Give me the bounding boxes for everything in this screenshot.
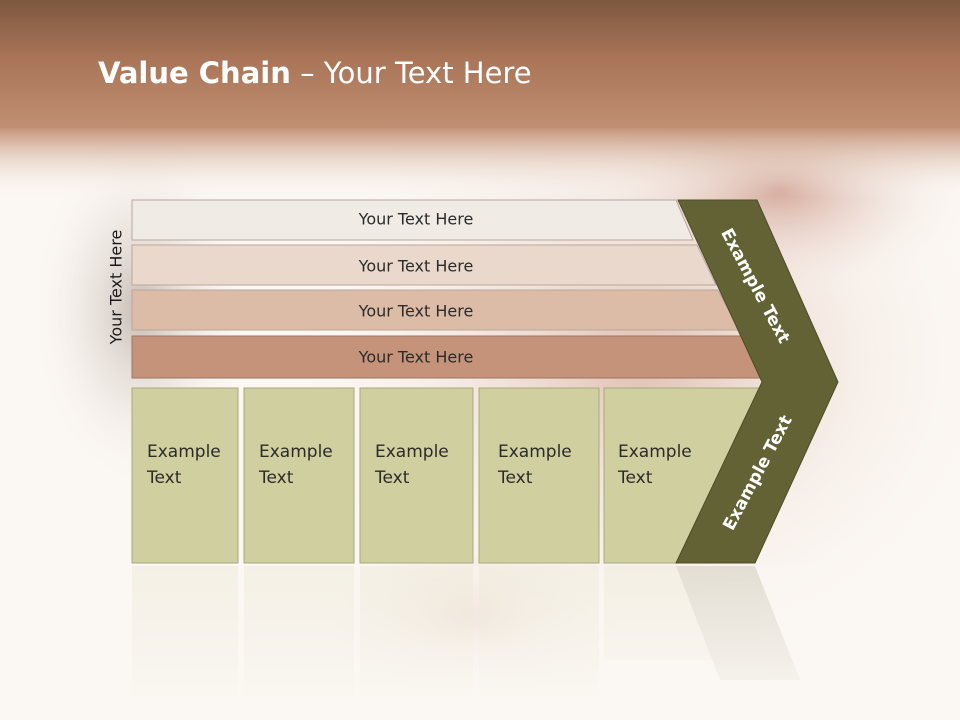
box-shape-2 bbox=[243, 387, 355, 564]
box-label-1-line1: Example bbox=[147, 442, 221, 462]
box-label-5-line1: Example bbox=[618, 442, 692, 462]
box-label-1-line2: Text bbox=[147, 468, 182, 488]
row-label-2: Your Text Here bbox=[358, 256, 474, 276]
box-shape-4 bbox=[478, 387, 600, 564]
box-label-3-line1: Example bbox=[375, 442, 449, 462]
row-shape-1 bbox=[131, 199, 694, 241]
title-rest: – Your Text Here bbox=[290, 56, 532, 90]
box-label-5-line2: Text bbox=[618, 468, 653, 488]
chevron-shape bbox=[675, 199, 839, 564]
box-shape-1 bbox=[131, 387, 239, 564]
row-shape-2 bbox=[131, 244, 717, 286]
box-label-2-line2: Text bbox=[259, 468, 294, 488]
slide-title: Value Chain – Your Text Here bbox=[98, 56, 532, 90]
row-label-4: Your Text Here bbox=[358, 347, 474, 367]
row-label-3: Your Text Here bbox=[358, 301, 474, 321]
box-label-4-line1: Example bbox=[498, 442, 572, 462]
box-label-2-line1: Example bbox=[259, 442, 333, 462]
box-label-4-line2: Text bbox=[498, 468, 533, 488]
title-bold: Value Chain bbox=[98, 56, 291, 90]
box-label-3-line2: Text bbox=[375, 468, 410, 488]
box-shape-3 bbox=[359, 387, 474, 564]
row-label-1: Your Text Here bbox=[358, 209, 474, 229]
